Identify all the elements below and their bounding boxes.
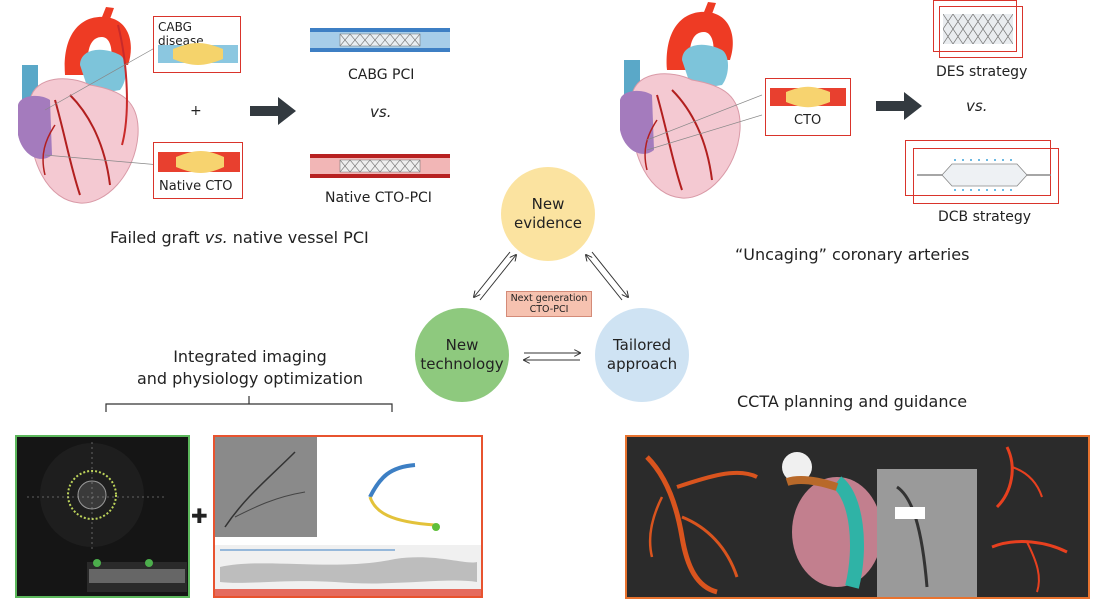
heart-right-illustration — [612, 0, 762, 205]
dcb-strategy-label: DCB strategy — [938, 209, 1032, 225]
triangle-arrows — [460, 240, 650, 380]
heart-left-illustration — [10, 5, 160, 210]
vs-label-right: vs. — [966, 97, 988, 115]
bottom-left-bracket — [105, 394, 393, 414]
bottom-right-caption: CCTA planning and guidance — [737, 392, 968, 411]
new-evidence-circle: New evidence — [501, 167, 595, 261]
des-strategy-label: DES strategy — [936, 64, 1028, 80]
left-caption: Failed graft vs. native vessel PCI — [110, 228, 369, 247]
plus-icon: ✚ — [191, 504, 208, 528]
plus-sign: + — [190, 103, 202, 119]
native-cto-pci-stent-icon — [310, 148, 450, 184]
ccta-panel — [625, 435, 1090, 599]
right-caption: “Uncaging” coronary arteries — [735, 245, 970, 264]
right-arrow-left — [250, 97, 296, 125]
cabg-pci-stent-icon — [310, 22, 450, 58]
cabg-disease-box: CABG disease — [153, 16, 241, 73]
native-cto-pci-label: Native CTO-PCI — [325, 190, 432, 206]
bottom-left-caption: Integrated imaging and physiology optimi… — [136, 347, 363, 388]
vs-label-left: vs. — [370, 103, 392, 121]
native-cto-box: Native CTO — [153, 142, 243, 199]
tailored-approach-circle: Tailored approach — [595, 308, 689, 402]
next-generation-badge: Next generation CTO-PCI — [506, 291, 592, 317]
cto-box: CTO — [765, 78, 851, 136]
new-technology-circle: New technology — [415, 308, 509, 402]
cabg-pci-label: CABG PCI — [348, 67, 415, 83]
physiology-panel — [213, 435, 483, 598]
cto-label: CTO — [794, 113, 822, 128]
native-cto-label: Native CTO — [159, 179, 233, 194]
dcb-balloon-box — [905, 140, 1061, 206]
des-stent-box — [933, 0, 1025, 60]
right-arrow-right — [876, 92, 922, 120]
ivus-imaging-panel — [15, 435, 190, 598]
